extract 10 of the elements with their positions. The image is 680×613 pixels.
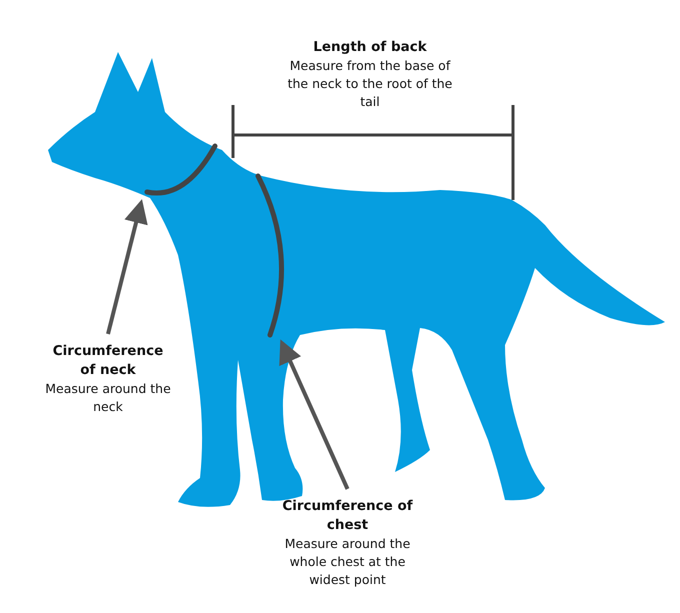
leader-arrow — [279, 339, 350, 490]
neck-band — [144, 144, 218, 196]
measurement-heading: Circumference of neck — [52, 342, 164, 380]
dimension-description: Measure from the base of the neck to the root of the tail — [286, 57, 454, 111]
leader-arrow — [106, 199, 148, 334]
dimension-heading: Length of back — [312, 38, 428, 57]
measurement-description: Measure around the neck — [44, 380, 172, 416]
measurement-description: Measure around the whole chest at the widest point — [284, 535, 412, 589]
measurement-heading: Circumference of chest — [281, 497, 414, 535]
chest-band — [256, 174, 284, 338]
